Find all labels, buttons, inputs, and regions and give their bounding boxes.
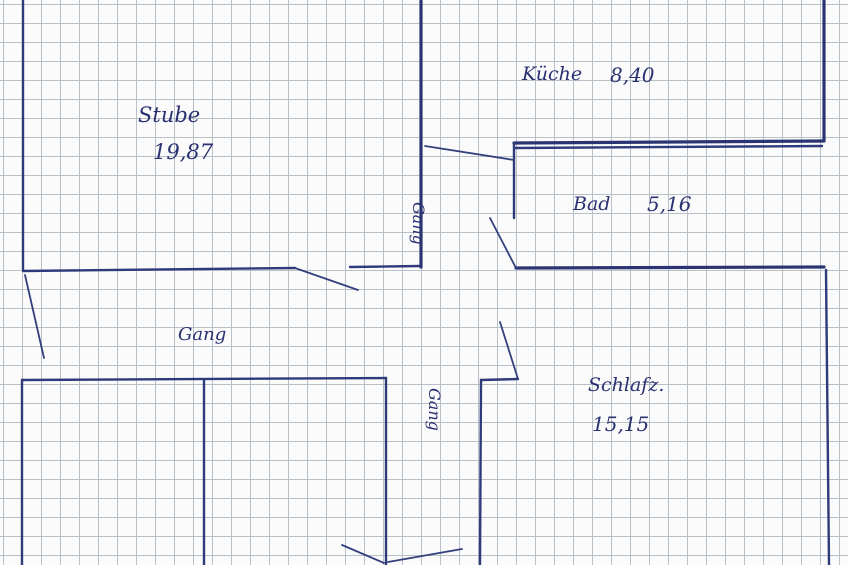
- door-lower-left: [341, 544, 385, 564]
- corridor-label-horizontal: Gang: [178, 324, 227, 345]
- wall-right-lower: [824, 268, 831, 565]
- corridor-label-vertical-lower: Gang: [425, 388, 444, 431]
- door-bad: [489, 217, 517, 269]
- wall-bad-top: [512, 139, 826, 145]
- door-lower-right: [387, 548, 463, 563]
- door-schlaf: [499, 321, 519, 380]
- wall-schlaf-top-left: [479, 377, 520, 382]
- room-label-stube: Stube: [138, 103, 201, 127]
- room-label-kueche: Küche: [522, 63, 583, 85]
- door-gang-left: [24, 274, 45, 359]
- room-label-schlafzimmer: Schlafz.: [588, 374, 665, 396]
- room-area-schlafzimmer: 15,15: [592, 412, 650, 436]
- wall-stube-bottom: [21, 266, 297, 273]
- door-stube: [294, 267, 359, 291]
- wall-bad-top-inner: [514, 144, 824, 150]
- room-area-stube: 19,87: [153, 140, 214, 164]
- wall-schlaf-left: [478, 378, 483, 565]
- corridor-label-vertical-upper: Gang: [409, 202, 428, 245]
- door-kueche: [424, 145, 515, 161]
- room-area-bad: 5,16: [647, 192, 692, 216]
- room-area-kueche: 8,40: [610, 63, 655, 87]
- wall-bad-bottom: [514, 265, 826, 270]
- room-label-bad: Bad: [573, 193, 611, 215]
- wall-stube-bottom-right: [348, 264, 423, 269]
